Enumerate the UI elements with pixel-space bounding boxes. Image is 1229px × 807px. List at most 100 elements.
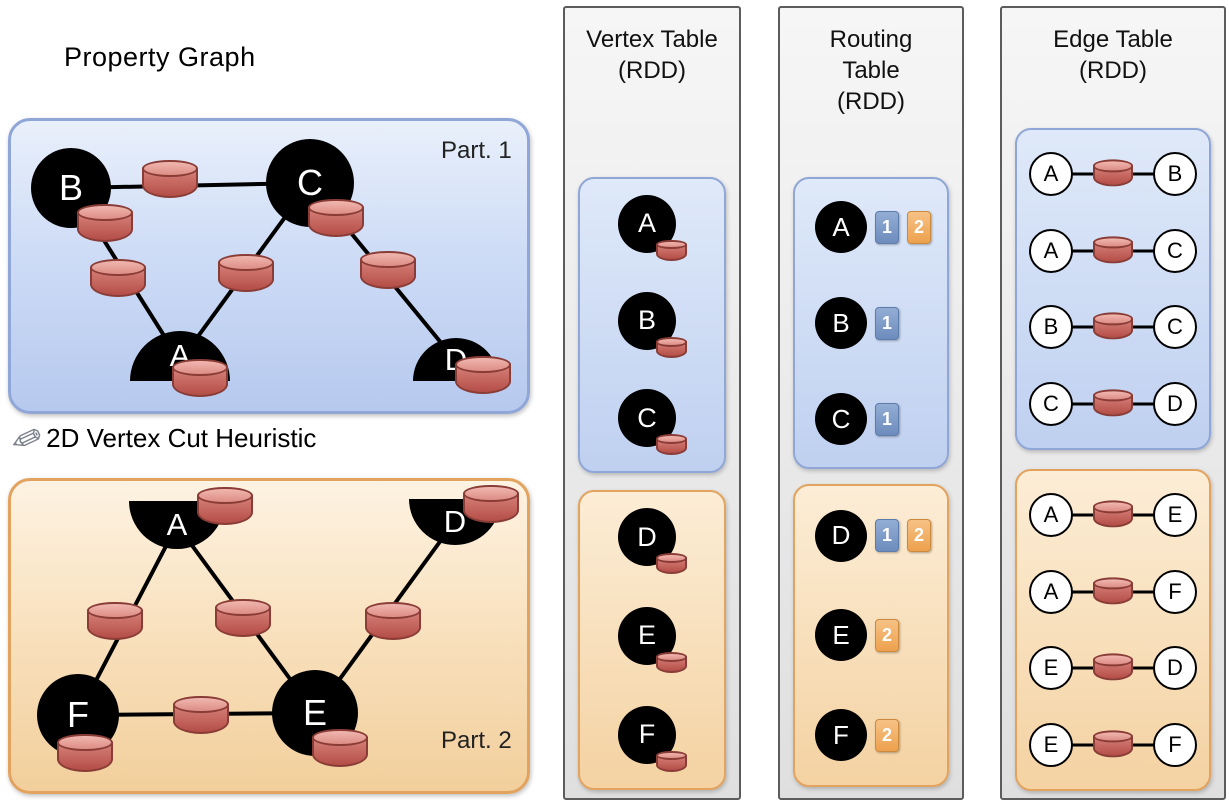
badge-label: 1: [881, 525, 892, 546]
vertex-label: B: [637, 305, 656, 336]
routing-row: E 2: [795, 609, 947, 662]
vertex-label: F: [833, 719, 849, 750]
edge-property-cylinder: [365, 602, 421, 640]
edge-property-cylinder: [215, 599, 271, 637]
vertex-table-subtitle: (RDD): [618, 57, 686, 85]
src-vertex-label: A: [1043, 578, 1059, 604]
dst-vertex-circle: B: [1153, 152, 1197, 197]
edge-property-cylinder: [90, 259, 146, 297]
src-vertex-circle: B: [1029, 305, 1073, 350]
src-vertex-label: A: [1043, 161, 1059, 187]
partition-1-badge: 1: [875, 519, 899, 553]
routing-table-subtitle: (RDD): [837, 88, 905, 116]
edge-table-partition-1-group: A B A C B C C D: [1015, 128, 1211, 450]
dst-vertex-circle: F: [1153, 569, 1197, 614]
src-vertex-label: A: [1043, 237, 1059, 263]
dst-vertex-label: D: [1167, 655, 1183, 681]
vertex-property-cylinder: [656, 434, 687, 456]
vertex-property-cylinder: [197, 487, 253, 525]
cut-heuristic-label: 2D Vertex Cut Heuristic: [46, 422, 317, 453]
src-vertex-label: A: [1043, 502, 1059, 528]
partition-2-badge: 2: [875, 618, 899, 652]
partition-2-box: Part. 2 A D F E: [8, 478, 530, 794]
vertex-property-cylinder: [656, 336, 687, 358]
edge-property-cylinder: [87, 602, 143, 640]
partition-2-label: Part. 2: [441, 727, 512, 754]
vertex-property-cylinder: [172, 359, 228, 397]
partition-2-badge: 2: [875, 718, 899, 752]
vertex-circle: C: [618, 389, 676, 448]
edge-property-cylinder: [1093, 500, 1133, 528]
badge-label: 2: [913, 525, 924, 546]
dst-vertex-label: C: [1167, 314, 1183, 340]
edge-property-cylinder: [1093, 159, 1133, 187]
badge-label: 1: [881, 216, 892, 237]
vertex-table-title: Vertex Table: [586, 26, 718, 53]
vertex-circle: A: [815, 201, 867, 253]
dst-vertex-circle: C: [1153, 228, 1197, 273]
edge-row: A C: [1029, 228, 1197, 274]
edge-row: E D: [1029, 645, 1197, 691]
dst-vertex-circle: F: [1153, 722, 1197, 767]
edge-connector: [1070, 646, 1156, 690]
vertex-property-cylinder: [656, 239, 687, 261]
dst-vertex-label: F: [1168, 578, 1182, 604]
vertex-label: D: [831, 520, 851, 551]
pencil-icon: ✎: [1, 416, 50, 460]
vertex-property-cylinder: [57, 734, 113, 772]
routing-row: A 1 2: [795, 201, 947, 253]
edge-connector: [1070, 382, 1156, 426]
dst-vertex-circle: D: [1153, 381, 1197, 426]
vertex-table-partition-2-group: D E F: [578, 490, 726, 790]
edge-property-cylinder: [218, 254, 274, 292]
vertex-label: E: [832, 619, 850, 650]
vertex-label: F: [638, 719, 656, 750]
edge-property-cylinder: [1093, 653, 1133, 681]
edge-row: A F: [1029, 569, 1197, 615]
vertex-B-label: B: [58, 167, 83, 208]
vertex-label: C: [637, 402, 657, 433]
edge-row: C D: [1029, 381, 1197, 427]
vertex-property-cylinder: [77, 204, 133, 242]
edge-property-cylinder: [1093, 389, 1133, 417]
routing-row: B 1: [795, 297, 947, 349]
dst-vertex-label: E: [1167, 502, 1183, 528]
edge-row: B C: [1029, 304, 1197, 350]
partition-2-badge: 2: [907, 210, 931, 244]
routing-row: F 2: [795, 709, 947, 762]
cut-heuristic-row: ✎ 2D Vertex Cut Heuristic: [1, 417, 317, 459]
edge-property-cylinder: [1093, 312, 1133, 340]
vertex-label: C: [831, 403, 851, 434]
vertex-circle: D: [815, 509, 867, 562]
vertex-label: E: [637, 620, 656, 651]
dst-vertex-circle: C: [1153, 305, 1197, 350]
vertex-label: B: [832, 307, 850, 338]
src-vertex-label: E: [1043, 655, 1059, 681]
src-vertex-label: E: [1043, 731, 1059, 757]
edge-table-partition-2-group: A E A F E D E F: [1015, 469, 1211, 791]
src-vertex-circle: A: [1029, 152, 1073, 197]
vertex-property-cylinder: [308, 199, 364, 237]
edge-table-column: Edge Table (RDD) A B A C B C C D: [1000, 6, 1226, 800]
vertex-property-cylinder: [312, 729, 368, 767]
dst-vertex-circle: D: [1153, 646, 1197, 691]
vertex-property-cylinder: [455, 356, 511, 394]
vertex-table-column: Vertex Table (RDD) A B C D E: [563, 6, 741, 800]
badge-label: 2: [913, 216, 924, 237]
dst-vertex-label: F: [1168, 731, 1182, 757]
edge-property-cylinder: [1093, 577, 1133, 605]
vertex-property-cylinder: [463, 485, 519, 523]
vertex-circle: B: [815, 297, 867, 349]
dst-vertex-label: B: [1167, 161, 1183, 187]
badge-label: 1: [881, 408, 892, 429]
src-vertex-circle: A: [1029, 493, 1073, 538]
routing-table-partition-2-group: D 1 2 E 2 F 2: [793, 484, 949, 787]
src-vertex-label: C: [1043, 390, 1059, 416]
vertex-entry: A: [616, 194, 688, 261]
partition-2-badge: 2: [907, 519, 931, 553]
edge-table-title: Edge Table: [1053, 26, 1173, 53]
vertex-property-cylinder: [656, 553, 687, 575]
page-title: Property Graph: [64, 42, 256, 72]
edge-connector: [1070, 152, 1156, 196]
